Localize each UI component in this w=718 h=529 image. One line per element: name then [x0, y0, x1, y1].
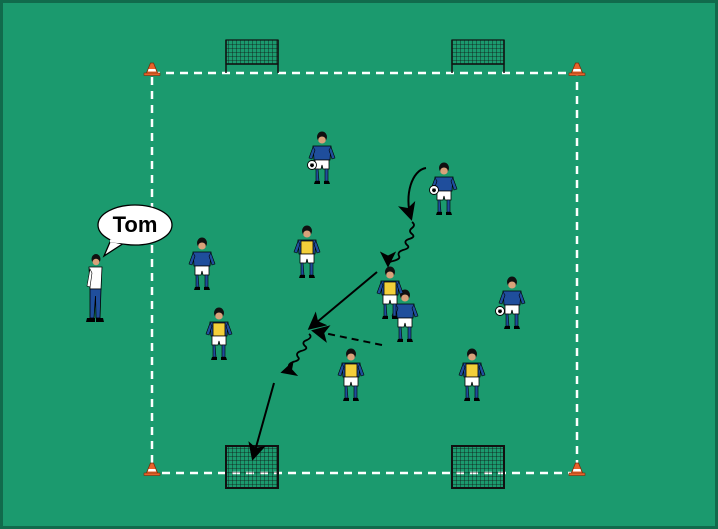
soccer-ball-icon	[430, 186, 439, 195]
goal-icon	[226, 446, 278, 488]
soccer-ball-icon	[496, 307, 505, 316]
pitch-surface	[3, 3, 715, 526]
soccer-ball-icon	[308, 161, 317, 170]
goal-icon	[452, 446, 504, 488]
coach-name-label: Tom	[113, 212, 158, 237]
